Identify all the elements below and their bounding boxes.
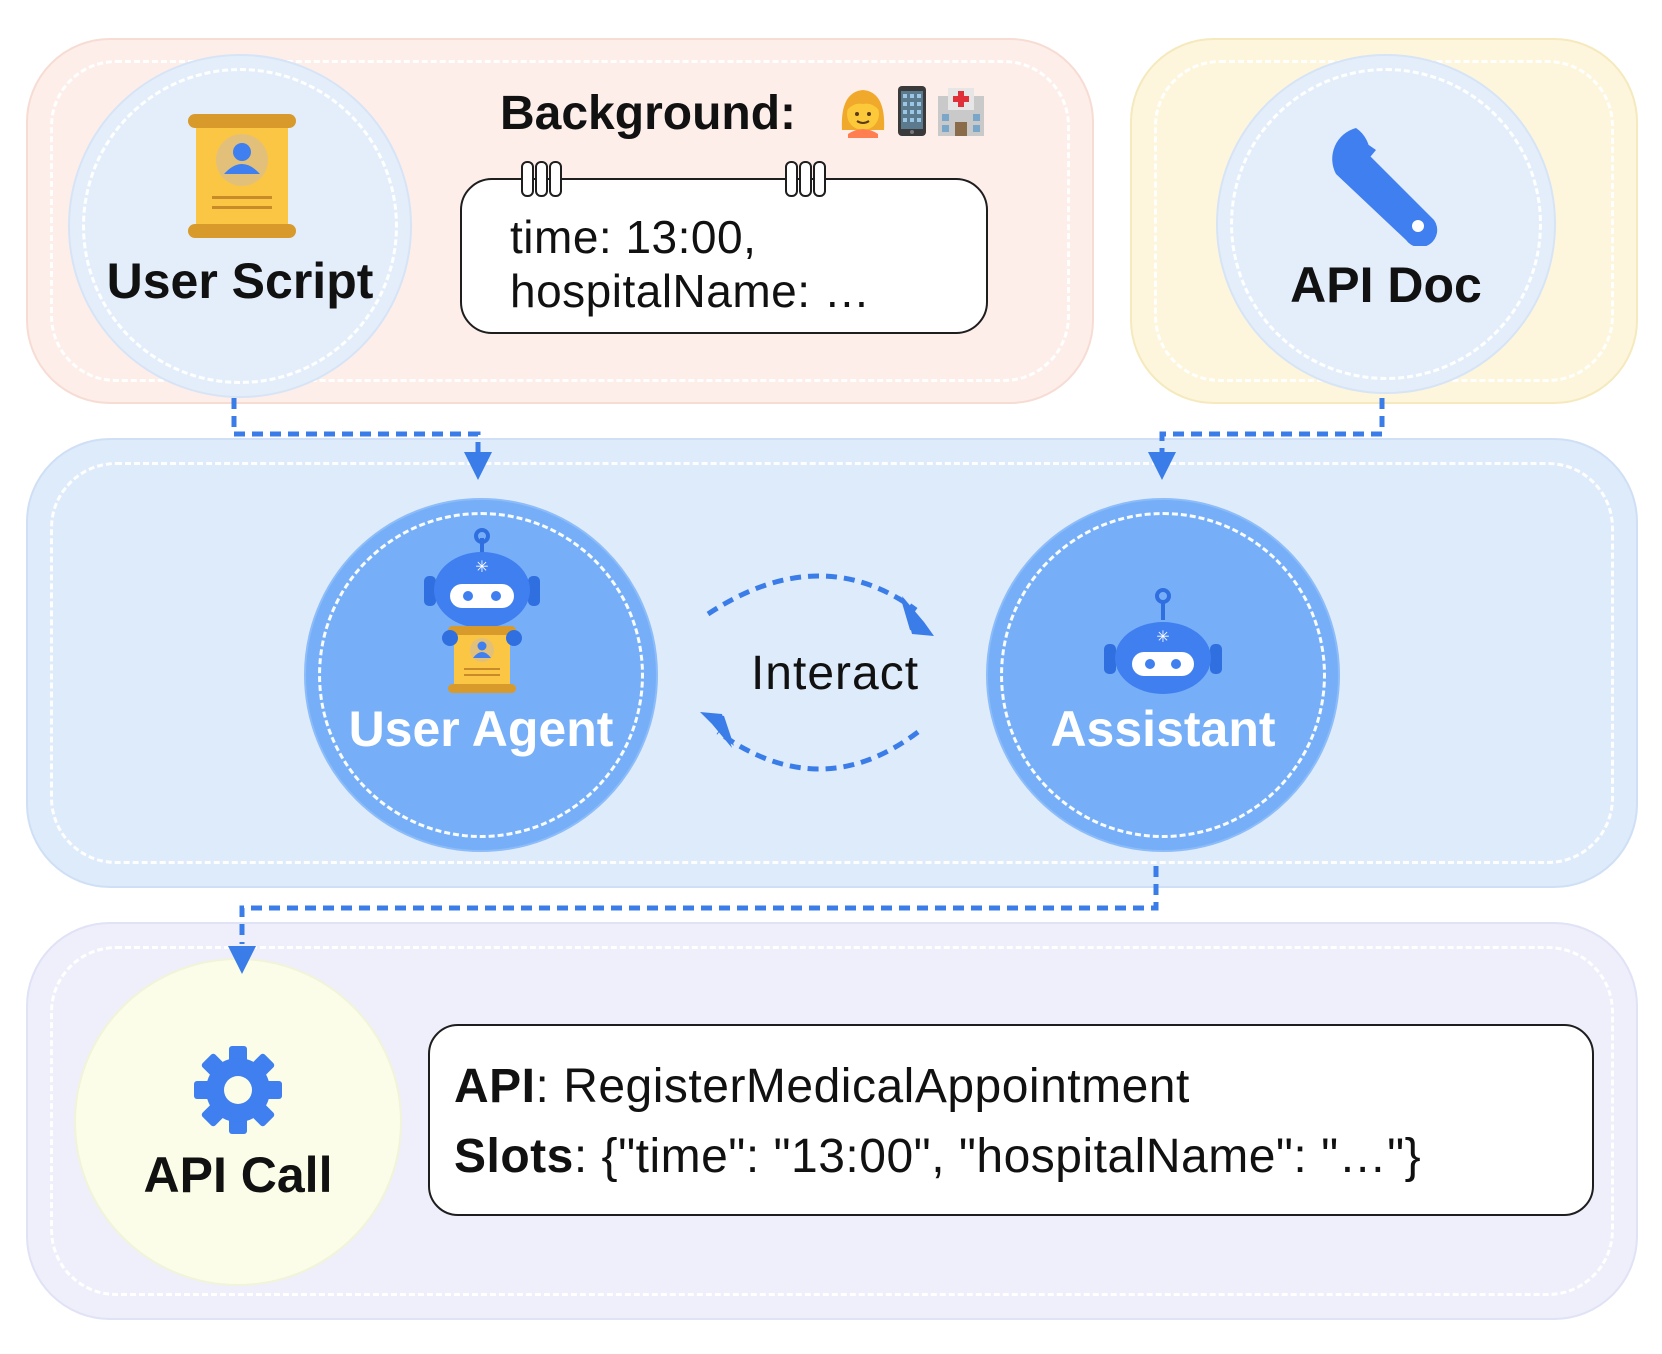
- background-title: Background:: [500, 86, 796, 141]
- slots-key: Slots: [454, 1130, 574, 1183]
- phone-emoji: [898, 86, 926, 136]
- scroll-icon: [188, 114, 296, 238]
- assistant-label: Assistant: [1050, 701, 1276, 757]
- user-script-label: User Script: [106, 253, 374, 309]
- api-value: : RegisterMedicalAppointment: [535, 1060, 1190, 1113]
- robot-icon: ✳: [1104, 588, 1222, 694]
- api-line: API: RegisterMedicalAppointment: [454, 1052, 1592, 1122]
- user-agent-label: User Agent: [348, 701, 614, 757]
- wrench-icon: [1332, 128, 1438, 246]
- svg-text:✳: ✳: [475, 557, 488, 576]
- notebook-rings: [521, 161, 826, 197]
- svg-text:✳: ✳: [1156, 627, 1169, 646]
- background-note-line2: hospitalName: …: [510, 265, 871, 317]
- gear-icon: [194, 1046, 282, 1134]
- interact-label: Interact: [750, 647, 920, 700]
- background-note: time: 13:00, hospitalName: …: [460, 178, 988, 334]
- background-note-line1: time: 13:00,: [510, 211, 757, 263]
- robot-with-scroll-icon: ✳: [424, 528, 540, 693]
- api-doc-label: API Doc: [1290, 257, 1482, 313]
- background-title-text: Background:: [500, 87, 797, 140]
- woman-emoji: [841, 90, 885, 138]
- interaction-panel: [26, 438, 1638, 888]
- slots-line: Slots: {"time": "13:00", "hospitalName":…: [454, 1122, 1592, 1192]
- slots-value: : {"time": "13:00", "hospitalName": "…"}: [573, 1130, 1422, 1183]
- api-call-label: API Call: [143, 1147, 333, 1203]
- api-call-box: API: RegisterMedicalAppointment Slots: {…: [428, 1024, 1594, 1216]
- background-emojis: [836, 84, 988, 140]
- api-key: API: [454, 1060, 536, 1113]
- hospital-emoji: [938, 88, 984, 136]
- api-doc-node: [1216, 54, 1556, 394]
